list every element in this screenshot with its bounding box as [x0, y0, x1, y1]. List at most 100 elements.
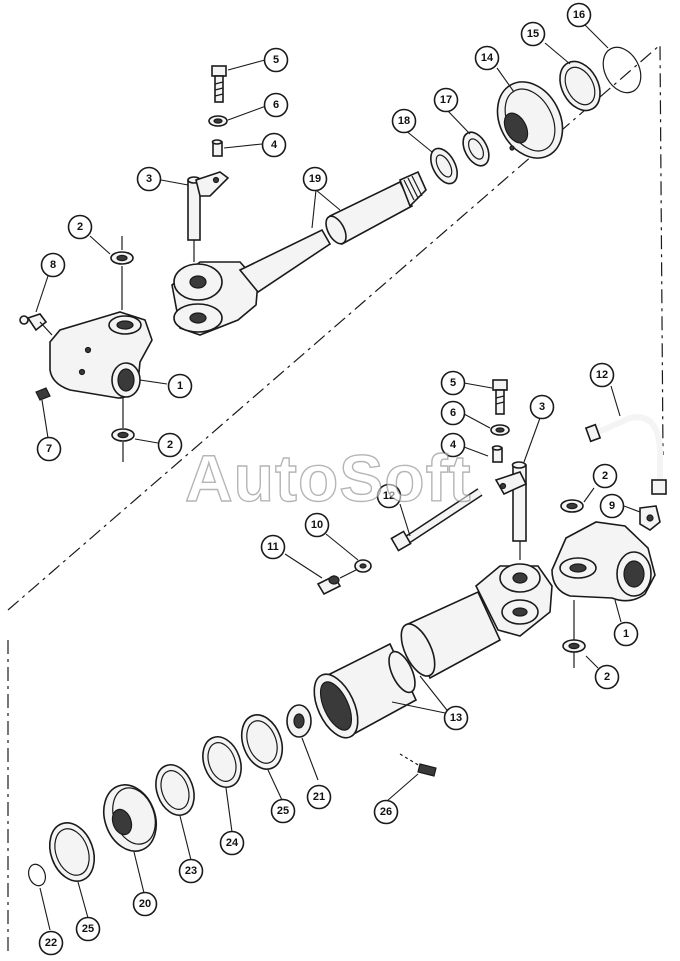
svg-text:24: 24	[226, 837, 239, 849]
callout-2: 2	[592, 463, 618, 489]
rod-wiper	[462, 131, 490, 167]
svg-text:6: 6	[273, 99, 279, 111]
svg-text:25: 25	[82, 923, 94, 935]
callout-1: 1	[613, 621, 639, 647]
svg-text:12: 12	[596, 369, 608, 381]
svg-text:8: 8	[50, 259, 56, 271]
callout-layer: 1 1 2 2 2 2 3 3 4 4 5 5 6 6 7 8 9 10 11 …	[36, 2, 639, 956]
svg-text:5: 5	[273, 54, 279, 66]
callout-17: 17	[433, 87, 459, 113]
piston-rod	[325, 170, 427, 246]
lower-bolt-stack	[490, 379, 510, 463]
callout-2: 2	[157, 432, 183, 458]
callout-18: 18	[391, 108, 417, 134]
trunnion-housing	[49, 311, 153, 399]
callout-7: 7	[36, 436, 62, 462]
svg-text:4: 4	[450, 439, 457, 451]
grease-fitting	[19, 313, 53, 336]
svg-text:3: 3	[146, 173, 152, 185]
svg-text:25: 25	[277, 805, 289, 817]
callout-26: 26	[373, 799, 399, 825]
svg-text:6: 6	[450, 407, 456, 419]
upper-pin	[187, 171, 230, 262]
callout-1: 1	[167, 373, 193, 399]
svg-text:1: 1	[177, 380, 183, 392]
svg-text:2: 2	[604, 671, 610, 683]
upper-bolt-stack	[208, 65, 228, 157]
lower-ring-25-left	[48, 822, 96, 882]
svg-text:19: 19	[309, 173, 321, 185]
lower-piston	[102, 784, 158, 852]
set-screw	[35, 387, 51, 401]
lower-ring-23	[155, 764, 195, 816]
callout-3: 3	[136, 166, 162, 192]
upper-gland	[496, 81, 564, 159]
svg-text:18: 18	[398, 115, 410, 127]
svg-text:5: 5	[450, 377, 456, 389]
callout-25: 25	[270, 798, 296, 824]
callout-21: 21	[306, 784, 332, 810]
upper-o-ring	[559, 60, 601, 112]
lock-screw	[399, 753, 437, 777]
lower-clevis	[475, 563, 553, 637]
callout-13: 13	[443, 705, 469, 731]
callout-24: 24	[219, 830, 245, 856]
callout-9: 9	[599, 493, 625, 519]
lower-pin	[494, 461, 528, 560]
svg-text:23: 23	[185, 865, 197, 877]
svg-text:16: 16	[573, 9, 585, 21]
lower-ring-22	[27, 863, 47, 887]
svg-text:3: 3	[539, 401, 545, 413]
svg-text:2: 2	[167, 439, 173, 451]
svg-text:13: 13	[450, 712, 462, 724]
clevis-rod-end	[171, 228, 332, 336]
callout-6: 6	[263, 92, 289, 118]
callout-4: 4	[261, 132, 287, 158]
svg-text:22: 22	[45, 937, 57, 949]
svg-text:7: 7	[46, 443, 52, 455]
svg-text:26: 26	[380, 806, 392, 818]
svg-text:17: 17	[440, 94, 452, 106]
hydraulic-hose-right	[584, 414, 667, 495]
hose-fitting	[354, 559, 372, 573]
leader-lines	[35, 23, 641, 931]
svg-text:1: 1	[623, 628, 629, 640]
callout-8: 8	[40, 252, 66, 278]
rod-seal	[430, 147, 458, 185]
callout-2: 2	[594, 664, 620, 690]
callout-16: 16	[566, 2, 592, 28]
callout-10: 10	[304, 512, 330, 538]
lower-trunnion-housing	[551, 521, 656, 602]
hydraulic-hose-mid	[390, 488, 483, 552]
svg-text:2: 2	[77, 221, 83, 233]
callout-2: 2	[67, 214, 93, 240]
lower-ring-25-right	[240, 714, 284, 770]
callout-3: 3	[529, 394, 555, 420]
svg-text:20: 20	[139, 898, 151, 910]
svg-text:11: 11	[267, 541, 279, 553]
callout-12: 12	[376, 483, 402, 509]
section-divider	[7, 43, 664, 955]
callout-14: 14	[474, 45, 500, 71]
svg-text:9: 9	[609, 500, 615, 512]
callout-20: 20	[132, 891, 158, 917]
svg-text:4: 4	[271, 139, 278, 151]
svg-text:14: 14	[481, 52, 494, 64]
cylinder-tube	[313, 590, 502, 739]
piston-nut	[286, 704, 312, 738]
callout-12: 12	[589, 362, 615, 388]
callout-23: 23	[178, 858, 204, 884]
lower-ring-24	[202, 736, 242, 788]
callout-4: 4	[440, 432, 466, 458]
upper-backup-ring	[602, 46, 642, 94]
svg-text:12: 12	[383, 490, 395, 502]
svg-text:15: 15	[527, 28, 539, 40]
svg-text:10: 10	[311, 519, 323, 531]
upper-washers	[110, 236, 135, 462]
svg-text:2: 2	[602, 470, 608, 482]
callout-22: 22	[38, 930, 64, 956]
lower-assembly	[27, 379, 667, 887]
callout-25: 25	[75, 916, 101, 942]
